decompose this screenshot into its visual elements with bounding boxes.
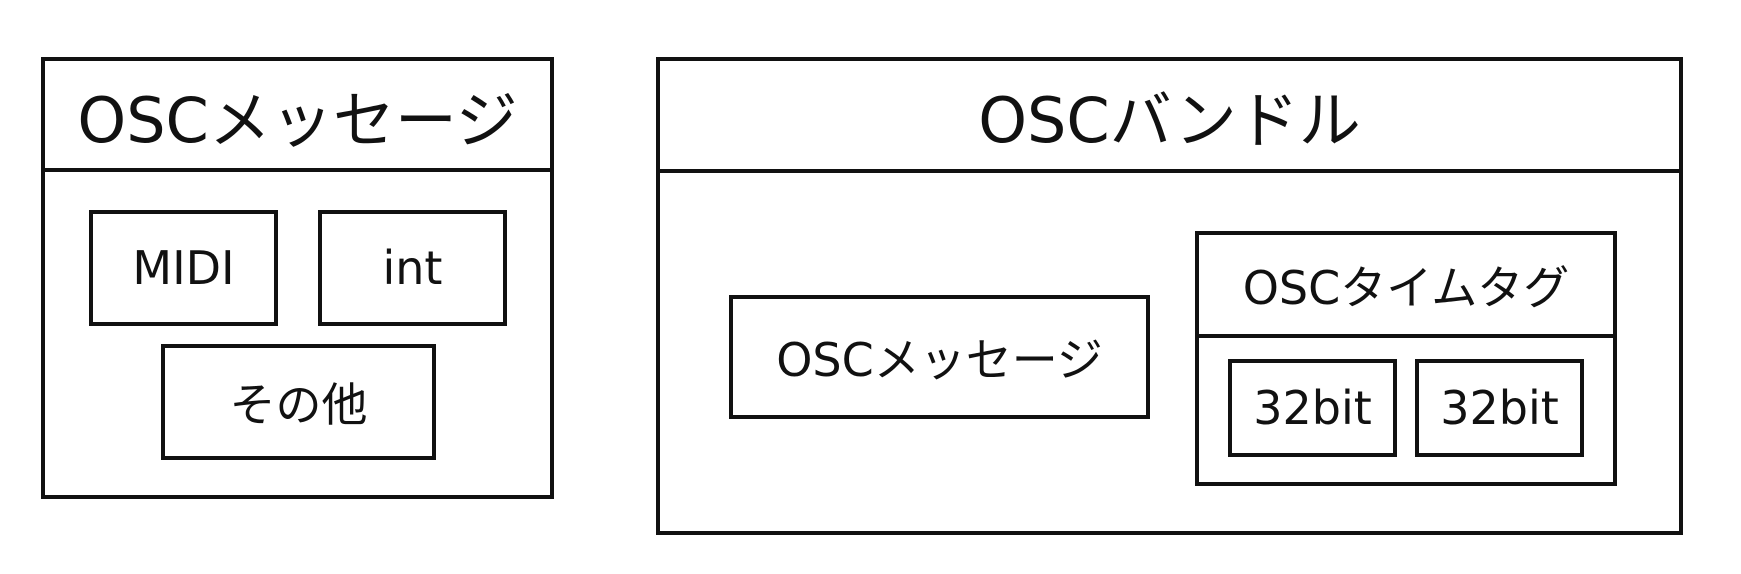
timetag-bit-label-2: 32bit <box>1440 381 1559 435</box>
bundle-osc-message-box: OSCメッセージ <box>729 295 1150 419</box>
other-label: その他 <box>229 378 368 432</box>
other-box: その他 <box>161 344 436 460</box>
midi-box: MIDI <box>89 210 278 326</box>
timetag-bit-box-1: 32bit <box>1228 359 1397 457</box>
osc-bundle-box: OSCバンドル OSCメッセージ OSCタイムタグ 32bit 32bit <box>656 57 1683 535</box>
osc-message-title: OSCメッセージ <box>45 61 550 172</box>
osc-message-box: OSCメッセージ MIDI int その他 <box>41 57 554 499</box>
osc-timetag-title: OSCタイムタグ <box>1199 235 1613 338</box>
osc-bundle-title: OSCバンドル <box>660 61 1679 173</box>
timetag-bit-label-1: 32bit <box>1253 381 1372 435</box>
timetag-bit-box-2: 32bit <box>1415 359 1584 457</box>
int-label: int <box>382 241 443 295</box>
osc-timetag-box: OSCタイムタグ 32bit 32bit <box>1195 231 1617 486</box>
midi-label: MIDI <box>132 241 235 295</box>
int-box: int <box>318 210 507 326</box>
bundle-osc-message-label: OSCメッセージ <box>776 333 1103 387</box>
